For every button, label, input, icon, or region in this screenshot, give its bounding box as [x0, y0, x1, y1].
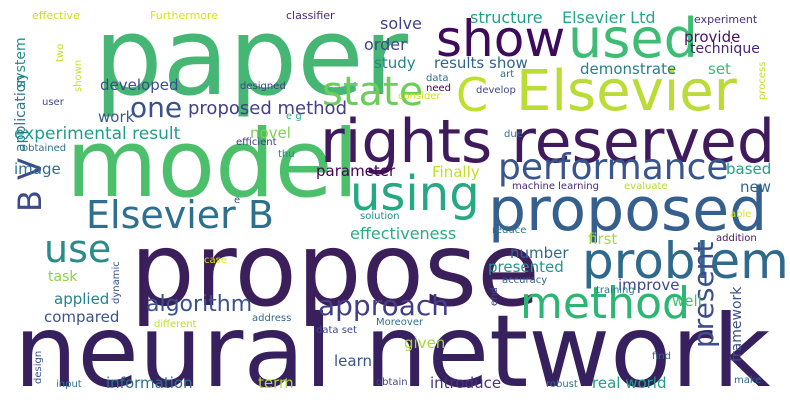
- word-task: task: [48, 269, 78, 285]
- word-training: training: [596, 285, 635, 296]
- word-furthermore: Furthermore: [150, 9, 219, 22]
- word-data: data: [426, 73, 449, 84]
- word-results-show: results show: [434, 54, 528, 72]
- word-two: two: [55, 43, 66, 62]
- word-solution: solution: [360, 211, 400, 222]
- word-obtained: obtained: [22, 143, 67, 154]
- word-used: used: [568, 7, 698, 70]
- word-experimental-result: experimental result: [14, 124, 181, 144]
- word-new: new: [740, 178, 772, 196]
- word-proposed-method: proposed method: [188, 98, 347, 119]
- word-due: due: [504, 129, 523, 140]
- word-data-set: data set: [316, 325, 357, 336]
- word-given: given: [404, 334, 446, 352]
- word-approach: approach: [318, 289, 450, 322]
- word-presented: presented: [488, 258, 564, 276]
- word-reduce: reduce: [492, 225, 527, 236]
- word-elsevier: Elsevier: [516, 59, 737, 124]
- word-one: one: [130, 91, 183, 124]
- word-user: user: [42, 97, 64, 108]
- word-able: able: [730, 209, 752, 220]
- word-improve: improve: [618, 276, 680, 294]
- word-design: design: [33, 350, 44, 384]
- word-based: based: [726, 160, 772, 178]
- word-elsevier-ltd: Elsevier Ltd: [562, 8, 656, 27]
- word-experiment: experiment: [694, 13, 758, 26]
- word-use: use: [44, 227, 112, 271]
- word-moreover: Moreover: [376, 317, 424, 328]
- word-accuracy: accuracy: [502, 275, 548, 286]
- word-paper: paper: [94, 0, 409, 120]
- word-propose: propose: [130, 211, 540, 330]
- word-parameter: parameter: [316, 162, 396, 180]
- word-dynamic: dynamic: [111, 261, 122, 304]
- word-thu: thu: [278, 149, 295, 160]
- word-efficient: efficient: [236, 137, 277, 148]
- word-first: first: [588, 230, 618, 248]
- word-algorithm: algorithm: [146, 292, 253, 317]
- word-input: input: [56, 379, 82, 390]
- word-solve: solve: [380, 14, 422, 33]
- word-proposed: proposed: [488, 175, 768, 245]
- word-image: image: [14, 160, 61, 178]
- word-art: art: [500, 69, 515, 80]
- word-demonstrate: demonstrate: [580, 60, 677, 78]
- word-robust: robust: [546, 379, 578, 390]
- word-finally: Finally: [432, 163, 480, 181]
- word-well: well: [672, 292, 702, 310]
- word-structure: structure: [470, 8, 543, 27]
- word-set: set: [708, 60, 731, 78]
- word-term: term: [258, 374, 294, 392]
- word-case: case: [204, 255, 227, 266]
- word-address: address: [252, 313, 292, 324]
- word-designed: designed: [240, 81, 286, 92]
- word-find: find: [652, 351, 671, 362]
- word-learn: learn: [334, 352, 372, 370]
- word-problem: problem: [582, 232, 789, 290]
- word-number: number: [510, 244, 569, 262]
- word-introduce: introduce: [430, 374, 502, 392]
- word-develop: develop: [476, 85, 516, 96]
- word-using: using: [350, 166, 480, 222]
- word-end: end: [489, 287, 500, 306]
- word-classifier: classifier: [286, 9, 335, 22]
- word-process: process: [757, 61, 768, 100]
- word-show: show: [436, 10, 566, 68]
- word-performance: performance: [498, 147, 729, 188]
- word-framework: framework: [729, 286, 745, 362]
- word-model: model: [66, 110, 359, 219]
- word-need: need: [426, 83, 451, 94]
- word-developed: developed: [100, 76, 179, 94]
- word-information: information: [106, 374, 193, 392]
- word-make: make: [734, 375, 762, 386]
- word-e: e: [234, 195, 241, 206]
- word-order: order: [364, 35, 407, 54]
- word-applied: applied: [54, 290, 110, 308]
- word-elsevier-b: Elsevier B: [86, 193, 274, 237]
- word-compared: compared: [44, 308, 120, 326]
- word-state: state: [322, 69, 424, 115]
- word-addition: addition: [716, 233, 757, 244]
- word-shown: shown: [73, 59, 84, 92]
- word-method: method: [520, 278, 690, 329]
- word-novel: novel: [250, 124, 291, 142]
- word-evaluate: evaluate: [624, 181, 668, 192]
- word-obtain: obtain: [376, 377, 408, 388]
- word-effective: effective: [32, 9, 80, 22]
- word-application: application: [13, 74, 29, 152]
- word-e-g: e g: [286, 111, 302, 122]
- word-work: work: [98, 108, 135, 126]
- word-real-world: real world: [592, 374, 667, 392]
- word-rights-reserved: rights reserved: [320, 107, 775, 177]
- word-provide: provide: [684, 28, 741, 46]
- word-c: C: [456, 68, 489, 122]
- word-neural-network: neural network: [14, 293, 771, 405]
- word-technique: technique: [690, 41, 760, 57]
- word-consider: consider: [398, 91, 441, 102]
- word-study: study: [374, 54, 416, 72]
- word-effectiveness: effectiveness: [350, 224, 457, 243]
- word-machine-learning: machine learning: [512, 181, 599, 192]
- word-different: different: [154, 319, 197, 330]
